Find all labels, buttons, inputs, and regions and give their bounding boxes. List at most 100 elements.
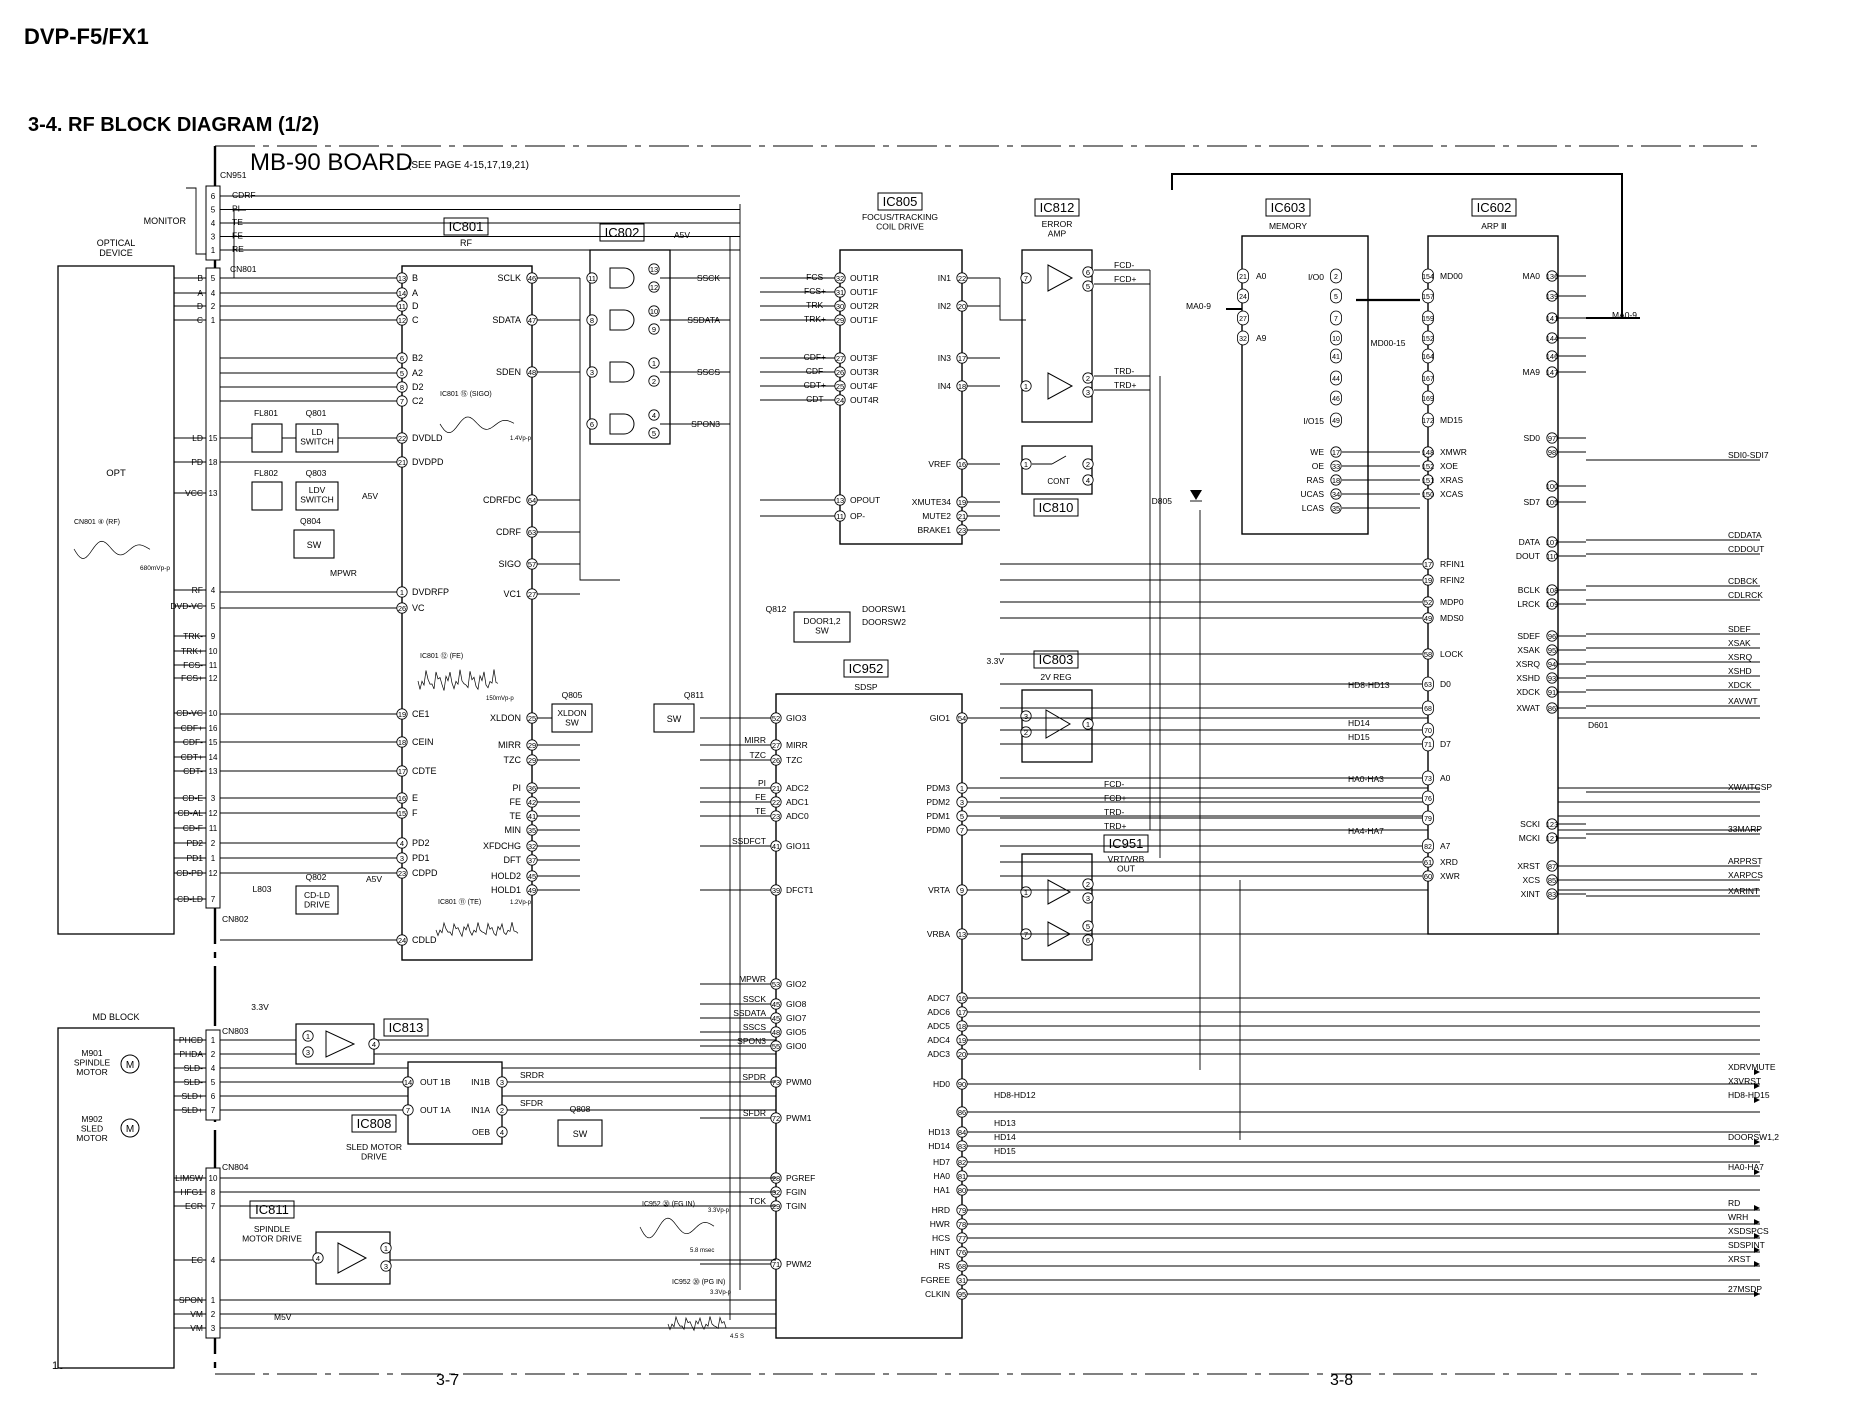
doorsw1-label: DOORSW1 [862,604,906,614]
ic603-ctrl-sig: LCAS [1302,503,1325,513]
ic952-left-pin-num: 52 [772,714,780,723]
ic813-title: IC813 [389,1020,424,1035]
ic810-title-frame [1033,498,1079,517]
ic602-output-label: XARINT [1728,886,1759,896]
ic951-sub: VRT/VRB [1108,854,1145,864]
ic952-right-sig: HINT [930,1247,950,1257]
connector-pin: 2 [211,839,216,848]
ic952-left-net: MPWR [739,974,766,984]
ic801-right-pin-num: 48 [528,368,536,377]
ic602-right-sig: XSAK [1517,645,1540,655]
ic805-right-sig: MUTE2 [922,511,951,521]
ic602-right-pin-num: 136 [1546,272,1559,281]
ic602-right-sig: SDEF [1517,631,1540,641]
ic952-left-net: FE [755,792,766,802]
ic602-sub: ARP Ⅲ [1481,221,1507,231]
ic603-ctrl-pin [1330,488,1342,500]
ic812-pin [1020,272,1032,284]
doorsw2-label: DOORSW2 [862,617,906,627]
ic805-sub: FOCUS/TRACKING [862,212,938,222]
ic810-pin [1020,458,1032,470]
ic952-right-pin-num: 90 [958,1080,966,1089]
door-sw-label: SW [815,626,829,636]
md-pin: 3 [211,1324,216,1333]
ic801-right-sig: PI [512,783,521,793]
ic802-out-pin-a [648,305,660,317]
right-output-label: XDRVMUTE [1728,1062,1776,1072]
ic602-right-sig: XINT [1521,889,1540,899]
ic952-right-pin-num: 3 [960,798,964,807]
ic603-right-pin [1330,370,1342,386]
ic952-right-sig: HD7 [933,1157,950,1167]
ic951-box [1021,853,1093,961]
ic603-left-pin-num: 21 [1239,274,1247,281]
ic802-gate [609,361,635,383]
ic603-sub: MEMORY [1269,221,1307,231]
md-pin: 8 [211,1188,216,1197]
ic602-left-pin-num: 157 [1422,294,1434,301]
ic801-left-pin-num: 26 [398,604,406,613]
ic952-left-sig: GIO8 [786,999,807,1009]
ic805-right-pin-num: 21 [958,512,966,521]
ic952-right-sig: ADC6 [927,1007,950,1017]
ic602-left-pin [1422,474,1434,486]
ic602-left-pin [1422,700,1434,716]
ic805-left-pin-num: 26 [836,368,844,377]
ic801-left-sig: C [412,315,419,325]
ic801-left-pin-num: 17 [398,767,406,776]
q805-label: Q805 [562,690,583,700]
ic602-left-pin [1422,288,1434,304]
ic801-right-sig: VC1 [503,589,521,599]
right-output-label: XRST [1728,1254,1751,1264]
trunk-wire [999,278,1026,321]
ic810-box [1021,445,1093,495]
ic801-right-pin-num: 25 [528,714,536,723]
ic602-left-pin [1422,736,1434,752]
ic805-left-pin-num: 30 [836,302,844,311]
m902-label: MOTOR [76,1133,107,1143]
xldon-sw-label: SW [565,718,579,728]
ic952-left-net: SSDATA [733,1008,766,1018]
ic952-right-pin-num: 18 [958,1022,966,1031]
ic602-right-pin-num: 105 [1546,498,1559,507]
ic602-left-pin [1422,412,1434,428]
cd-ld-drive-box [295,885,339,915]
ic802-out-pin-a-num: 10 [650,307,658,316]
connector-pin: 1 [211,316,216,325]
ic602-left-pin [1422,310,1434,326]
ic808-sub: DRIVE [361,1152,387,1162]
ic952-right-pin-num: 19 [958,1036,966,1045]
ic602-right-pin-num: 141 [1546,314,1559,323]
cn951-sig: FE [232,231,243,241]
ic952-right-sig: VRBA [927,929,950,939]
ic801-left-pin-num: 5 [400,369,404,378]
fl802-box [251,481,283,511]
ic602-right-sig: BCLK [1518,585,1541,595]
ic602-left-pin [1422,330,1434,346]
ic801-right-pin-num: 35 [528,826,536,835]
ldv-switch-box [295,481,339,511]
ic802-out-pin-b-num: 9 [652,325,656,334]
md-pin: 7 [211,1202,216,1211]
ic602-right-pin-num: 83 [1548,890,1556,899]
ic952-left-sig: GIO11 [786,841,811,851]
ic805-left-pin-num: 11 [836,512,844,521]
connector-pin: 9 [211,632,216,641]
ic808-sig: OUT 1A [420,1105,451,1115]
ic803-pin-num: 1 [1086,720,1090,729]
ic813-title-frame [383,1018,429,1037]
ic802-title-frame [599,223,645,242]
connector-pin: 4 [211,586,216,595]
ic805-left-sig: OPOUT [850,495,880,505]
ic811-pin-num: 1 [384,1244,388,1253]
q804-label: Q804 [300,516,321,526]
ma-bus-wire [1171,173,1623,318]
ic602-right-sig: XSRQ [1516,659,1540,669]
connector-pin: 18 [209,458,218,467]
ic952-right-sig: HA1 [933,1185,950,1195]
ic602-right-sig: XSHD [1516,673,1540,683]
ic602-right-pin-num: 96 [1548,632,1556,641]
ic602-right-pin-num: 146 [1546,352,1559,361]
ic802-out-pin-a-num: 1 [652,359,656,368]
ic801-left-pin-num: 19 [398,710,406,719]
